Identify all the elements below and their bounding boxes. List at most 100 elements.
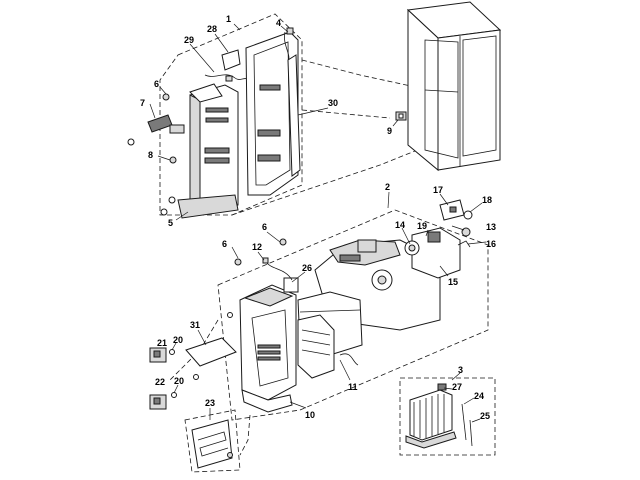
ice-bucket-vent-1 bbox=[339, 254, 361, 262]
fridge-dispenser-part-9 bbox=[395, 111, 407, 121]
dispenser-frame-recess bbox=[251, 309, 289, 387]
callout-18: 18 bbox=[482, 195, 492, 205]
front-panel-11-edge bbox=[299, 309, 361, 313]
leader-lines bbox=[149, 23, 487, 423]
grommet-bottom-left bbox=[168, 196, 176, 204]
callout-13: 13 bbox=[486, 222, 496, 232]
dispenser-slot-2 bbox=[205, 117, 229, 123]
callout-25: 25 bbox=[480, 411, 490, 421]
tube-part-25 bbox=[469, 419, 473, 447]
callout-7: 7 bbox=[140, 98, 145, 108]
screw-part-6b bbox=[234, 258, 242, 266]
callout-6-top: 6 bbox=[154, 79, 159, 89]
ice-door-hatch-3 bbox=[301, 349, 331, 356]
dispenser-top-bracket bbox=[189, 83, 223, 103]
screw-part-20a bbox=[169, 349, 175, 355]
callout-30: 30 bbox=[328, 98, 338, 108]
ice-door-panel bbox=[297, 314, 335, 379]
evaporator-assembly bbox=[405, 383, 473, 449]
callout-22: 22 bbox=[155, 377, 165, 387]
dispenser-slot-1 bbox=[205, 107, 229, 113]
connector-door-bottom bbox=[239, 414, 251, 456]
tube-part-24 bbox=[461, 403, 467, 441]
bracket-part-28 bbox=[221, 49, 241, 71]
motor-gear-part-19 bbox=[427, 231, 441, 243]
harness-connector-29 bbox=[225, 75, 233, 82]
connector-fridge-bottom bbox=[231, 144, 431, 216]
motor-housing-part-15 bbox=[411, 227, 461, 279]
callout-19: 19 bbox=[417, 221, 427, 231]
dispenser-grille-1 bbox=[257, 344, 281, 349]
dispenser-base-plate bbox=[177, 194, 239, 219]
wire-lead-11 bbox=[339, 353, 359, 366]
callout-31: 31 bbox=[190, 320, 200, 330]
callout-8: 8 bbox=[148, 150, 153, 160]
callout-17: 17 bbox=[433, 185, 443, 195]
motor-wheel-hub bbox=[408, 244, 416, 252]
callout-14: 14 bbox=[395, 220, 405, 230]
dispenser-cover-panel bbox=[245, 27, 299, 196]
refrigerator-cabinet bbox=[395, 1, 502, 172]
ice-dispenser-housing-assembly bbox=[297, 199, 473, 356]
wire-part-12 bbox=[265, 261, 293, 281]
callout-16: 16 bbox=[486, 239, 496, 249]
callout-11: 11 bbox=[348, 382, 358, 392]
lever-part-7 bbox=[147, 114, 173, 133]
dispenser-slot-4 bbox=[204, 157, 230, 164]
callout-9: 9 bbox=[387, 126, 392, 136]
callout-28: 28 bbox=[207, 24, 217, 34]
connector-fridge-top bbox=[301, 59, 421, 89]
grommet-bottom bbox=[160, 208, 168, 216]
evaporator-core bbox=[409, 389, 453, 441]
screw-part-20b bbox=[171, 392, 177, 398]
auger-hub bbox=[377, 275, 387, 285]
heater-assembly bbox=[191, 419, 233, 469]
trim-strip-part-30 bbox=[287, 54, 301, 177]
screw-left-1 bbox=[193, 374, 199, 380]
wire-harness-part-29 bbox=[204, 74, 249, 81]
part-27 bbox=[437, 383, 447, 391]
wire-12-connector bbox=[262, 257, 269, 264]
ice-chute bbox=[357, 239, 377, 253]
callout-6-mid: 6 bbox=[262, 222, 267, 232]
cover-plate-part-31 bbox=[185, 337, 237, 367]
callout-5: 5 bbox=[168, 218, 173, 228]
callout-21: 21 bbox=[157, 338, 167, 348]
cover-panel-inner bbox=[253, 41, 291, 186]
fridge-shelf-line bbox=[424, 89, 459, 93]
front-dispenser-door bbox=[234, 238, 359, 413]
left-switch-parts bbox=[149, 312, 237, 410]
grommet-left bbox=[127, 138, 135, 146]
dispenser-housing-side bbox=[189, 94, 201, 211]
switch-22-lever bbox=[153, 397, 161, 405]
screw-left-2 bbox=[227, 312, 233, 318]
dispenser-grille-3 bbox=[257, 356, 281, 361]
callout-1: 1 bbox=[226, 14, 231, 24]
assembly-2-boundary bbox=[217, 209, 489, 421]
fridge-front bbox=[437, 29, 501, 171]
callout-27: 27 bbox=[452, 382, 462, 392]
evaporator-tray bbox=[405, 431, 457, 449]
switch-part-18 bbox=[463, 210, 473, 220]
callout-26: 26 bbox=[302, 263, 312, 273]
bracket-17-tab bbox=[449, 206, 457, 213]
callout-24: 24 bbox=[474, 391, 484, 401]
screw-part-6a bbox=[162, 93, 170, 101]
assembly-3-boundary bbox=[399, 377, 496, 456]
callout-4: 4 bbox=[276, 18, 281, 28]
part-13 bbox=[461, 227, 471, 237]
fridge-right-door-inner bbox=[462, 35, 497, 157]
callout-12: 12 bbox=[252, 242, 262, 252]
callout-23: 23 bbox=[205, 398, 215, 408]
screw-part-8 bbox=[169, 156, 177, 164]
assembly-23-boundary bbox=[184, 409, 241, 473]
assembly-1-boundary bbox=[159, 13, 303, 216]
switch-21-lever bbox=[153, 350, 161, 358]
heater-terminal bbox=[227, 452, 233, 458]
screw-part-6c bbox=[279, 238, 287, 246]
cover-slot-2 bbox=[257, 129, 281, 137]
fridge-side bbox=[407, 8, 439, 172]
ice-door-hatch-2 bbox=[301, 339, 331, 346]
callout-3: 3 bbox=[458, 365, 463, 375]
